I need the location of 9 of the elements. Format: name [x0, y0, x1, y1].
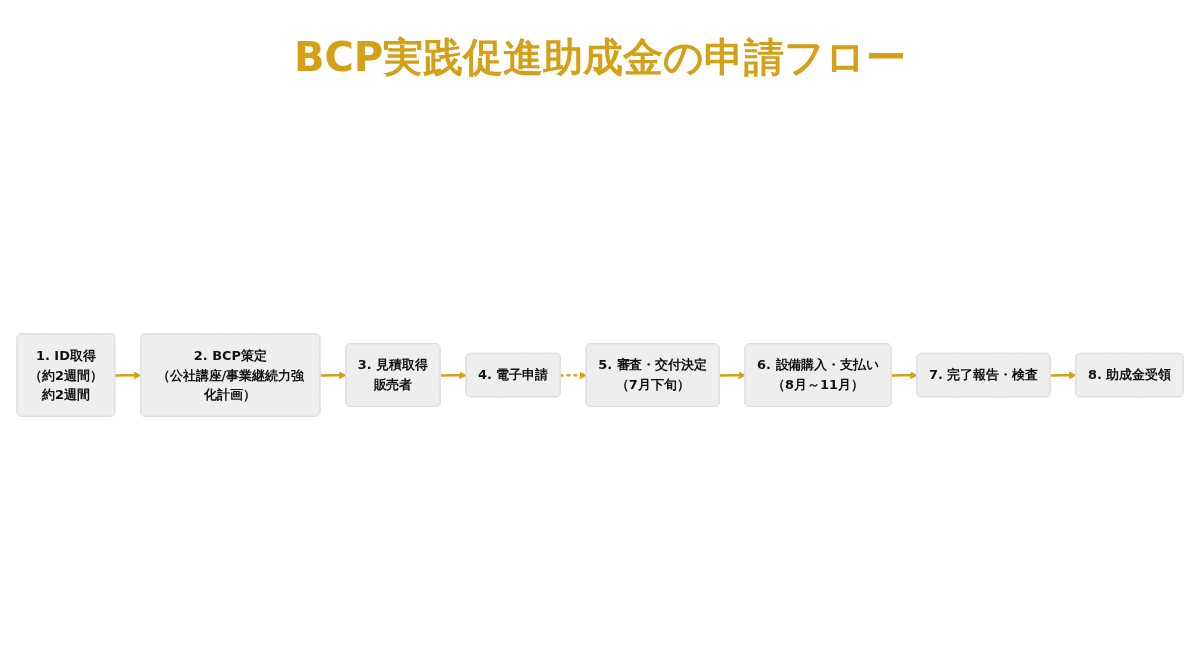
flowchart: 1. ID取得 （約2週間） 約2週間 2. BCP策定 （公社講座/事業継続力強化計画） 3. 見積取得 販売者 4. 電子申請 5. 審査・交付決定 （7月下旬） 6. 設備購入・支払い （8月～11月） 7. 完了報告・検査 8. 助成金受領 — [10, 326, 1190, 424]
arrow — [320, 371, 347, 379]
arrow — [891, 371, 918, 379]
arrow — [559, 371, 587, 379]
arrow — [115, 371, 142, 379]
arrow — [440, 371, 467, 379]
arrow — [1050, 371, 1077, 379]
arrow — [719, 371, 746, 379]
diagram-title: BCP実践促進助成金の申請フロー — [292, 33, 908, 82]
